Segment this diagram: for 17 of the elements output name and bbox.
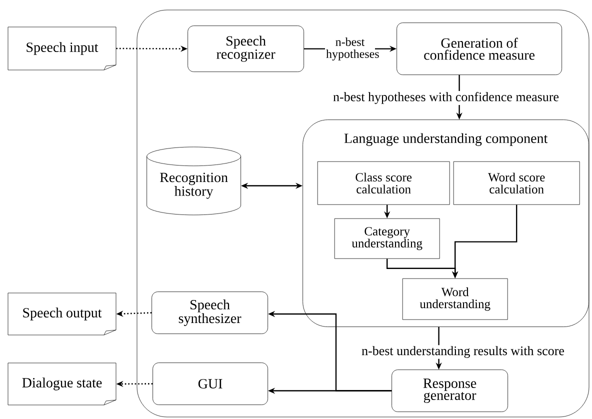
database-cylinder: Recognition history [146, 146, 241, 216]
process-box: Word understanding [402, 278, 508, 320]
document-box: Dialogue state [8, 362, 116, 406]
process-box: Word score calculation [453, 161, 580, 205]
document-box: Speech output [8, 292, 116, 336]
process-box: Speech synthesizer [152, 292, 268, 334]
edge-label: n-best understanding results with score [360, 345, 566, 359]
process-box: Category understanding [334, 218, 440, 259]
system-frame [136, 10, 590, 418]
process-box: Speech recognizer [188, 26, 304, 72]
document-box: Speech input [8, 26, 116, 70]
process-box: Generation of confidence measure [396, 22, 562, 75]
edge-label: n-best hypotheses with confidence measure [332, 91, 560, 105]
process-box: Class score calculation [317, 161, 450, 205]
process-box: GUI [152, 362, 268, 405]
edge-label: n-best hypotheses [325, 36, 379, 62]
process-box: Response generator [392, 370, 508, 412]
